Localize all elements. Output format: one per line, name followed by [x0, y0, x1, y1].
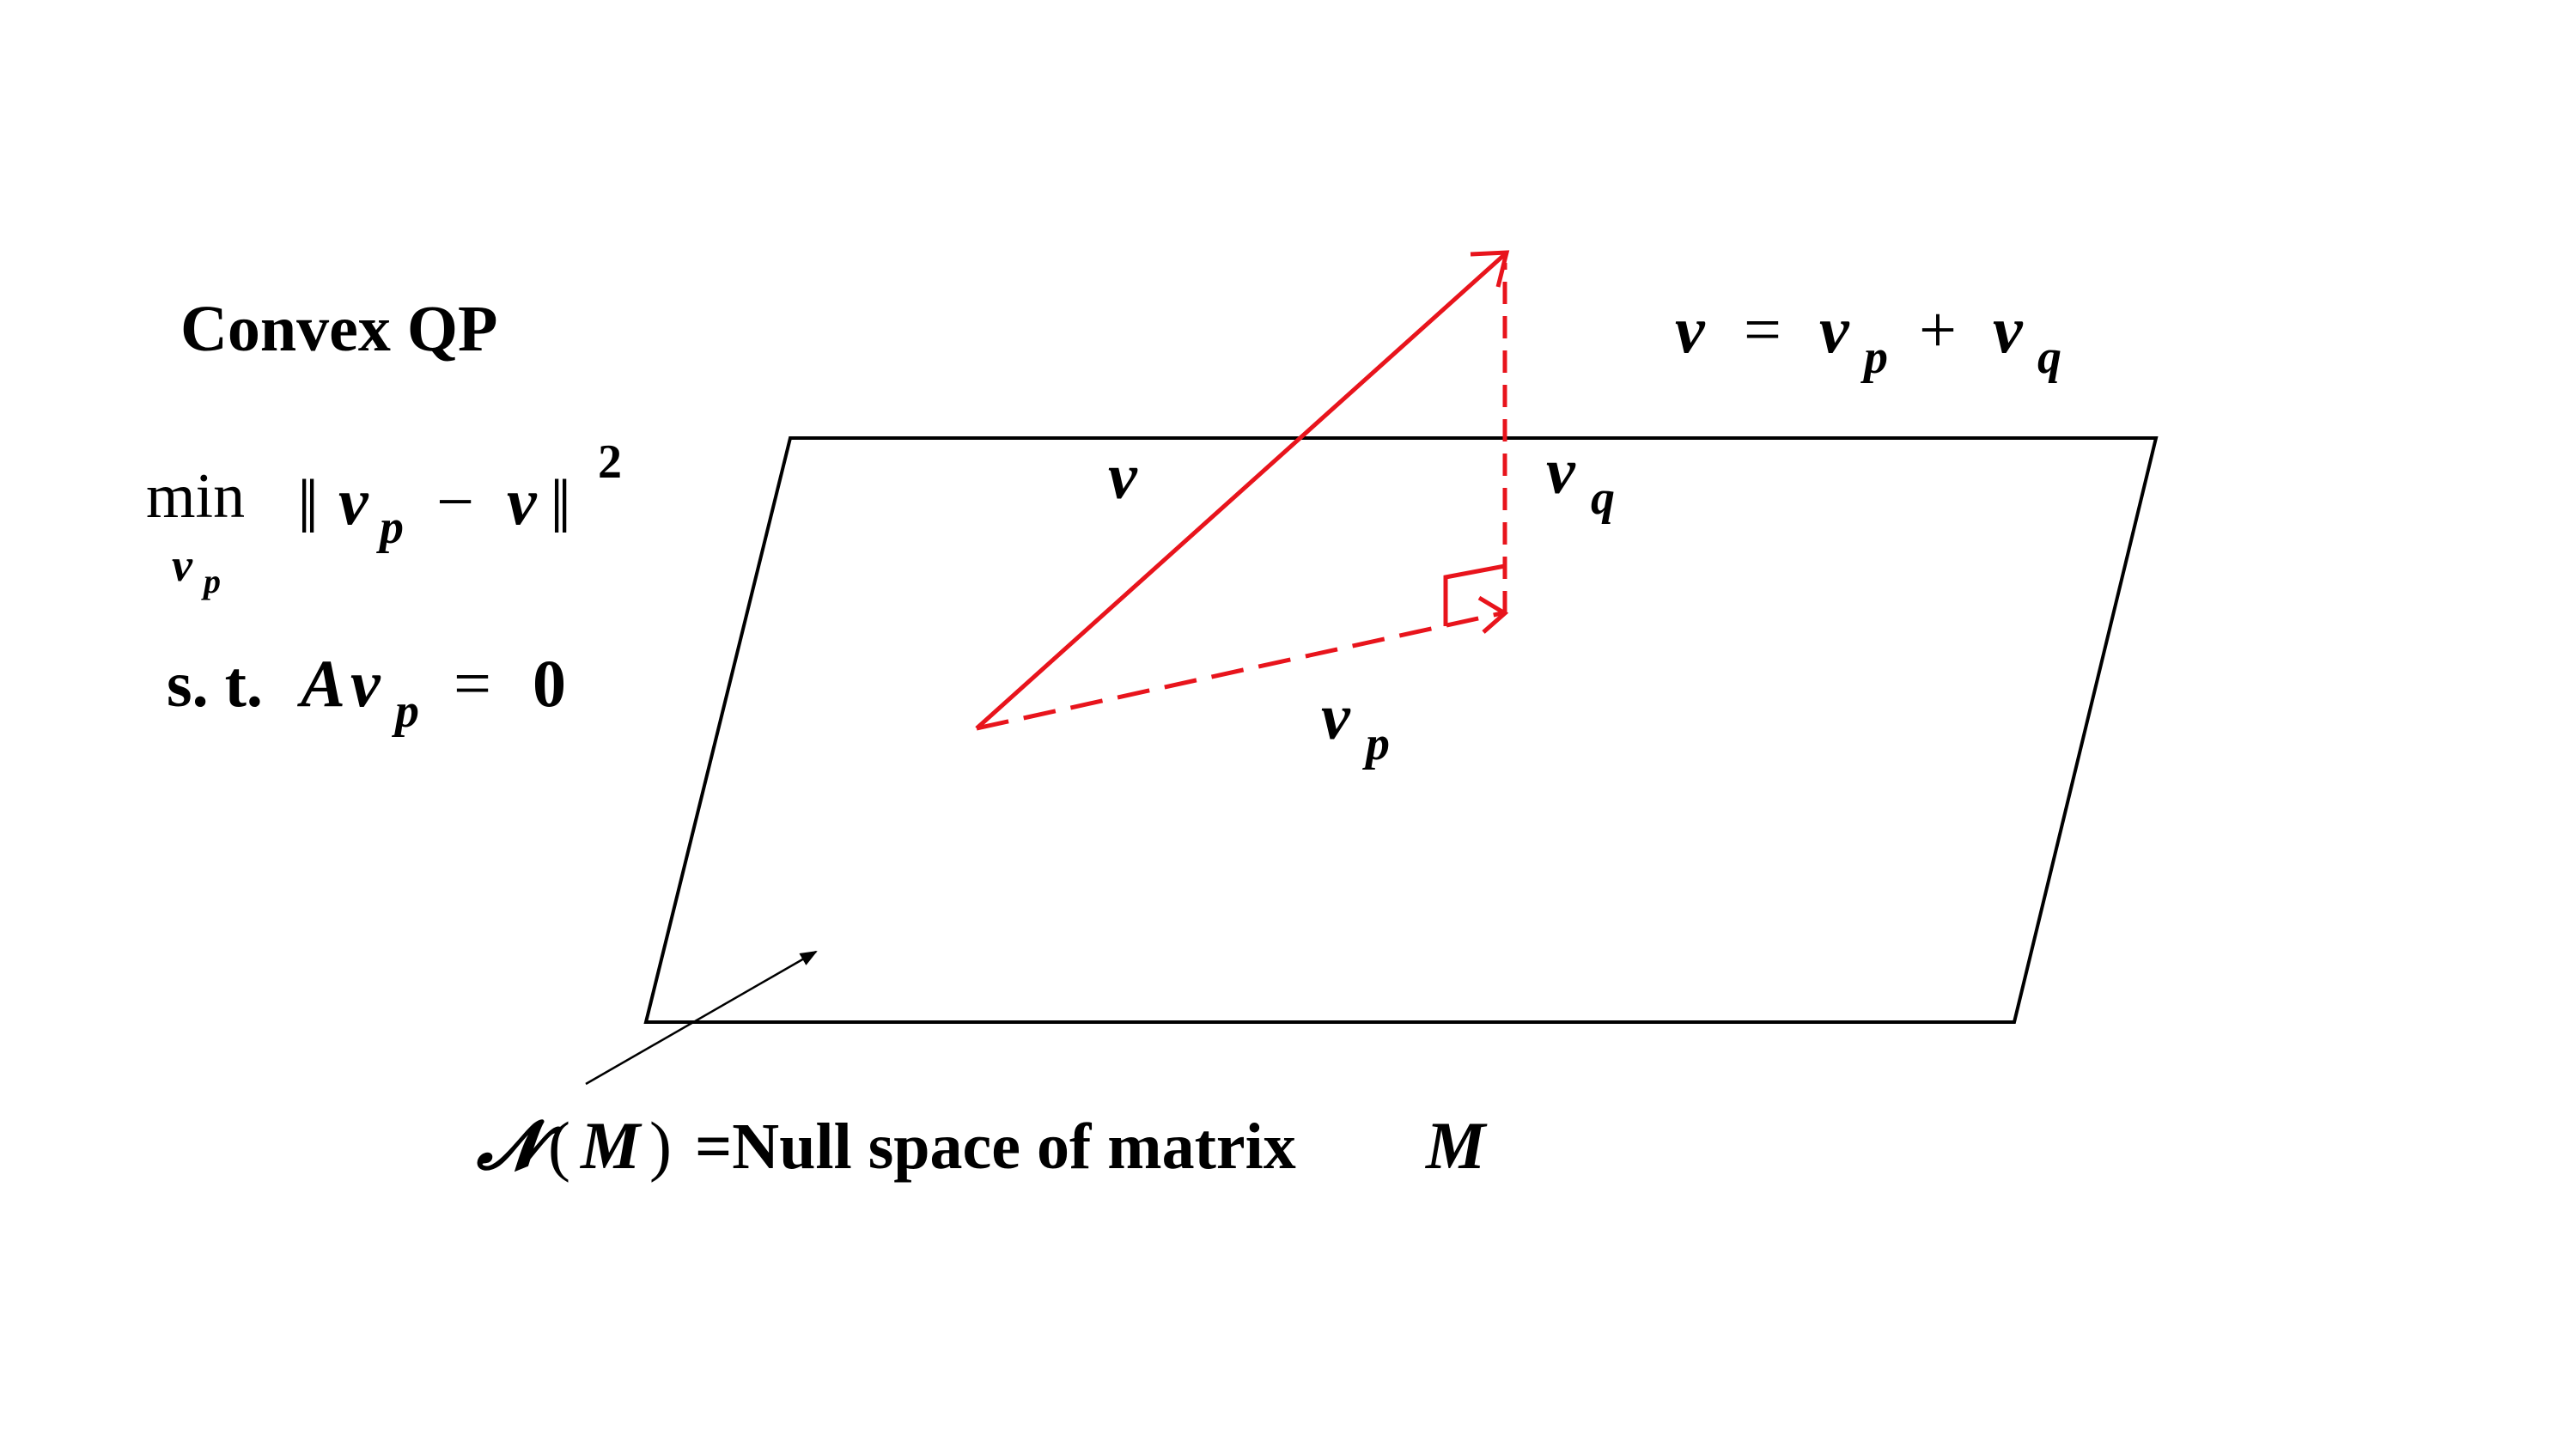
caption-matrix: M [1424, 1108, 1488, 1183]
norm-close: ‖ [550, 465, 571, 550]
vector-vp-arrow [976, 611, 1502, 731]
constraint-prefix: s. t. [167, 648, 263, 721]
caption-close-paren: ) [649, 1108, 672, 1183]
decomp-t2: v [1993, 292, 2024, 367]
constraint-equals: = [454, 646, 491, 721]
vector-vp-arrowhead [1477, 595, 1509, 634]
decomp-plus: + [1919, 292, 1957, 367]
label-vq: v q [1546, 435, 1615, 525]
objective-term-v: v [338, 464, 369, 539]
qp-constraint: s. t. A v p = 0 [167, 646, 566, 738]
right-angle-marker [1443, 563, 1506, 626]
decomp-lhs: v [1675, 292, 1706, 367]
svg-text:q: q [1591, 472, 1615, 525]
constraint-var-sub-p: p [392, 685, 419, 738]
svg-text:v: v [1546, 435, 1576, 508]
null-space-caption: 𝓝 ( M ) =Null space of matrix M [476, 1108, 1488, 1183]
decomposition-equation: v = v p + v q [1675, 292, 2061, 384]
vector-v-arrowhead [1470, 250, 1510, 288]
min-subscript-p: p [201, 562, 221, 600]
qp-objective: min v p ‖ v p − v ‖ 2 [146, 435, 622, 600]
null-space-plane [643, 436, 2159, 1024]
svg-text:p: p [1362, 717, 1390, 770]
constraint-var-v: v [350, 646, 381, 721]
decomp-t2-sub: q [2037, 331, 2061, 384]
plane-pointer-arrow [585, 950, 818, 1086]
label-vp: v p [1321, 681, 1390, 770]
decomp-equals: = [1744, 292, 1781, 367]
caption-open-paren: ( [548, 1108, 570, 1183]
label-v: v [1108, 441, 1138, 513]
decomp-t1-sub: p [1860, 331, 1888, 384]
caption-text: =Null space of matrix [679, 1111, 1312, 1183]
norm-open: ‖ [297, 465, 319, 550]
caption-arg: M [579, 1108, 642, 1183]
vector-v-arrow [975, 253, 1507, 730]
min-subscript-v: v [172, 539, 193, 591]
objective-term-sub-p: p [376, 501, 404, 554]
svg-text:v: v [1321, 681, 1351, 753]
objective-minus: − [436, 464, 474, 539]
decomp-t1: v [1819, 292, 1850, 367]
objective-power: 2 [598, 435, 622, 489]
min-operator: min [146, 461, 245, 532]
constraint-var-a: A [296, 646, 345, 721]
qp-title: Convex QP [180, 293, 497, 365]
objective-term2-v: v [507, 464, 538, 539]
constraint-rhs: 0 [533, 646, 566, 721]
